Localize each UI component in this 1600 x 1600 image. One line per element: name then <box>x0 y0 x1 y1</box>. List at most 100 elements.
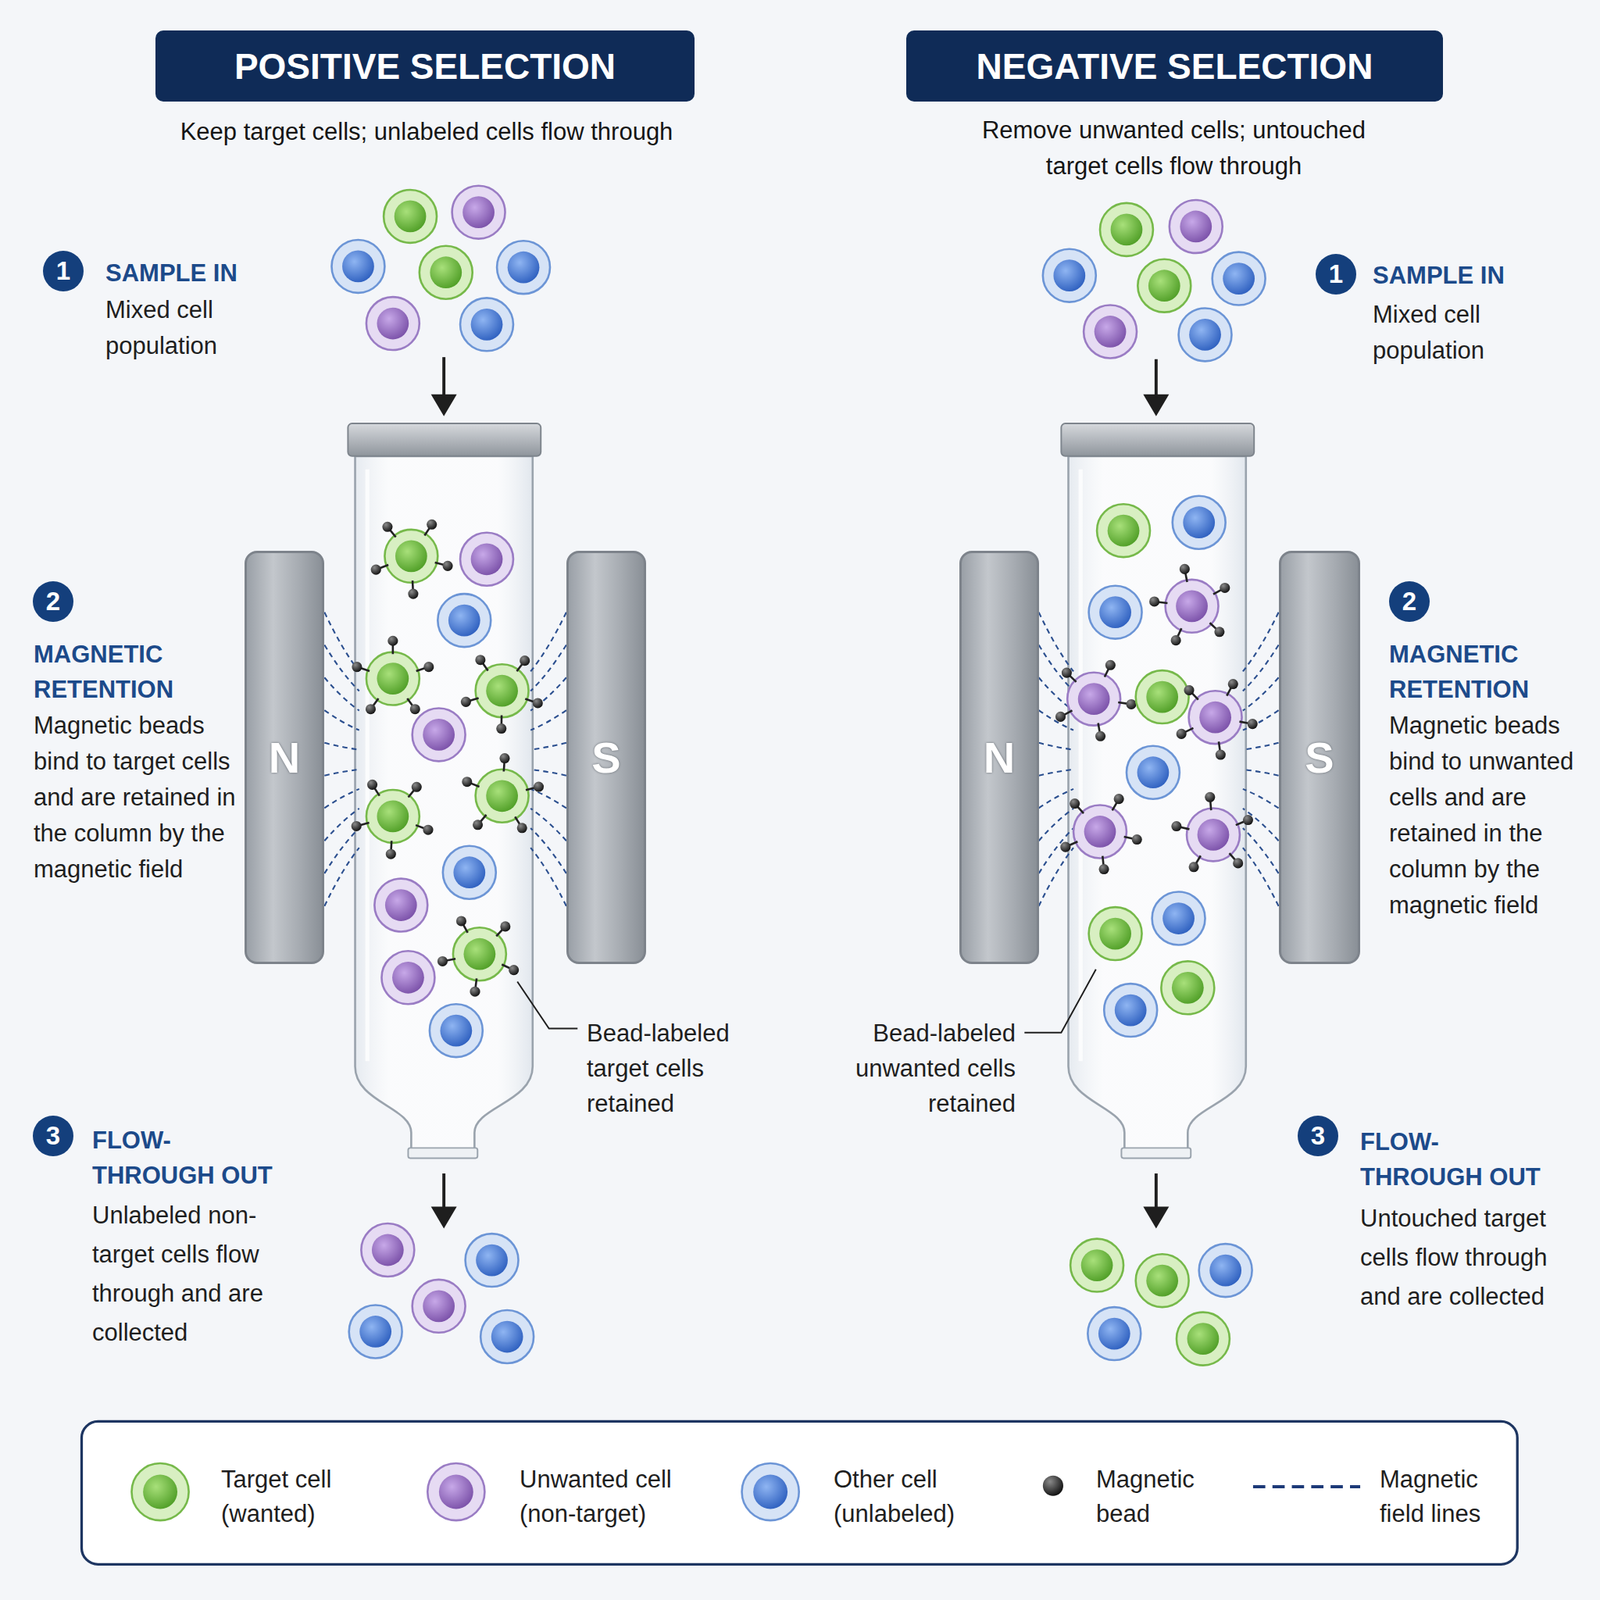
field-line <box>324 769 359 776</box>
field-line <box>324 847 359 907</box>
magnetic-bead <box>461 776 472 787</box>
callout-number: 3 <box>1310 1121 1325 1151</box>
magnetic-bead <box>472 819 483 830</box>
field-line <box>324 828 359 874</box>
step-text: Mixed cell population <box>1372 296 1526 369</box>
magnet: N <box>244 550 325 965</box>
legend-text: Target cell (wanted) <box>221 1462 359 1532</box>
field-line <box>1039 789 1074 809</box>
title-text: POSITIVE SELECTION <box>234 45 616 88</box>
arrow-line <box>442 357 446 400</box>
cell-nucleus <box>376 307 409 340</box>
cell-nucleus <box>1078 682 1111 715</box>
magnetic-bead <box>1171 821 1182 832</box>
magnetic-bead <box>1219 582 1230 593</box>
cell-membrane <box>453 927 507 981</box>
cell-membrane <box>1186 807 1240 861</box>
legend-field-line <box>1253 1485 1361 1489</box>
cell-nucleus <box>1146 681 1179 714</box>
cell-nucleus <box>485 779 518 812</box>
magnetic-bead <box>1215 750 1226 761</box>
cell-membrane <box>1100 203 1154 257</box>
cell-membrane <box>1172 496 1226 550</box>
field-line <box>530 742 567 750</box>
cell-membrane <box>374 878 428 933</box>
column-outlet <box>1121 1147 1191 1158</box>
step-text: Untouched target cells flow through and … <box>1360 1199 1565 1317</box>
cell-membrane <box>1135 670 1190 724</box>
magnetic-bead <box>1189 861 1200 872</box>
cell-nucleus <box>422 718 455 751</box>
magnet: S <box>566 550 647 965</box>
magnetic-bead <box>500 921 511 932</box>
cell-nucleus <box>1182 506 1215 539</box>
cell-nucleus <box>1189 318 1222 351</box>
magnetic-bead <box>460 696 472 708</box>
legend-box <box>81 1421 1518 1565</box>
field-line <box>530 677 567 711</box>
cell-nucleus <box>1099 596 1132 629</box>
magnetic-bead <box>426 519 437 530</box>
title-text: NEGATIVE SELECTION <box>976 45 1374 88</box>
field-line <box>1039 742 1074 750</box>
cell-membrane <box>460 532 514 586</box>
flow-arrows <box>433 357 1167 1226</box>
cell-membrane <box>475 769 529 823</box>
cell-nucleus <box>1187 1322 1220 1355</box>
cell-nucleus <box>1114 994 1147 1027</box>
field-line <box>1039 612 1074 672</box>
field-line <box>1242 808 1279 841</box>
magnetic-bead <box>1105 660 1116 671</box>
cell-nucleus <box>1137 756 1170 789</box>
step-heading: SAMPLE IN <box>105 255 320 291</box>
magnetic-bead <box>533 782 544 793</box>
magnetic-bead <box>371 564 382 575</box>
cell-membrane <box>427 1463 485 1521</box>
cell-nucleus <box>453 856 486 889</box>
cell-membrane <box>1135 1253 1190 1308</box>
cell-membrane <box>742 1463 800 1521</box>
magnetic-bead <box>407 589 418 600</box>
step-heading: MAGNETIC RETENTION <box>1389 636 1568 708</box>
column-tube <box>1068 456 1247 1154</box>
cell-nucleus <box>1146 1264 1179 1297</box>
step-heading: MAGNETIC RETENTION <box>33 636 213 708</box>
cell-membrane <box>1212 252 1266 306</box>
cell-membrane <box>383 189 437 243</box>
cell-nucleus <box>1148 269 1181 302</box>
field-line <box>530 710 567 731</box>
cell-membrane <box>1089 585 1143 640</box>
callout-label: Bead-labeled unwanted cells retained <box>839 1015 1016 1122</box>
cell-membrane <box>412 1279 466 1333</box>
cell-nucleus <box>507 251 540 284</box>
magnetic-bead <box>410 703 421 715</box>
field-line <box>530 789 567 809</box>
magnetic-bead <box>1125 699 1136 710</box>
cell-nucleus <box>1222 262 1255 295</box>
field-line <box>1242 644 1279 691</box>
cell-membrane <box>475 664 529 718</box>
tube-highlight <box>365 469 370 1062</box>
legend-text: Other cell (unlabeled) <box>833 1462 968 1532</box>
magnetic-bead <box>351 821 362 832</box>
cell-nucleus <box>392 961 425 994</box>
pole-letter: N <box>268 732 300 783</box>
magnetic-bead <box>469 986 480 997</box>
cell-nucleus <box>1084 815 1117 848</box>
field-line <box>1039 644 1074 691</box>
column <box>1060 423 1254 1158</box>
cell-nucleus <box>1081 1249 1114 1282</box>
magnetic-bead <box>508 964 519 975</box>
field-line <box>530 828 567 874</box>
field-line <box>1039 710 1074 731</box>
step-heading: SAMPLE IN <box>1372 257 1587 293</box>
magnetic-bead <box>496 723 507 734</box>
cell-membrane <box>460 297 514 351</box>
step-heading: FLOW-THROUGH OUT <box>92 1122 286 1193</box>
column-tube <box>355 456 533 1154</box>
magnetic-bead <box>382 521 393 533</box>
field-line <box>1039 769 1074 776</box>
magnetic-bead <box>1095 731 1106 742</box>
field-line <box>324 677 359 711</box>
cell-nucleus <box>371 1234 404 1267</box>
